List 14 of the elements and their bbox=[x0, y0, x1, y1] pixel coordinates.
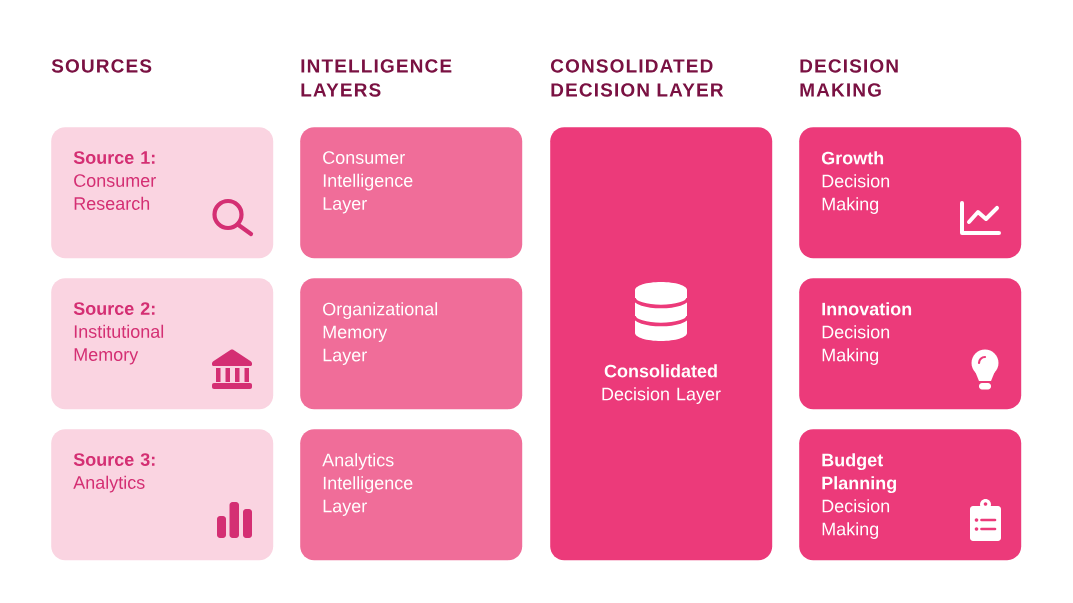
consolidated-box: Consolidated Decision Layer bbox=[550, 127, 773, 561]
decision-box: Budget Planning Decision Making bbox=[799, 429, 1022, 561]
layer-box: Consumer Intelligence Layer bbox=[300, 127, 523, 259]
source-box: Source 2: Institutional Memory bbox=[51, 278, 274, 410]
column-heading: CONSOLIDATED DECISION LAYER bbox=[551, 59, 724, 97]
column-heading: SOURCES bbox=[51, 59, 152, 73]
source-box: Source 3: Analytics bbox=[51, 429, 274, 561]
column-heading: DECISION MAKING bbox=[800, 59, 898, 97]
decision-box: Growth Decision Making bbox=[799, 127, 1022, 259]
source-box: Source 1: Consumer Research bbox=[51, 127, 274, 259]
layer-box: Organizational Memory Layer bbox=[300, 278, 523, 410]
column-heading: INTELLIGENCE LAYERS bbox=[301, 59, 452, 97]
layer-box: Analytics Intelligence Layer bbox=[300, 429, 523, 561]
decision-box: Innovation Decision Making bbox=[799, 278, 1022, 410]
